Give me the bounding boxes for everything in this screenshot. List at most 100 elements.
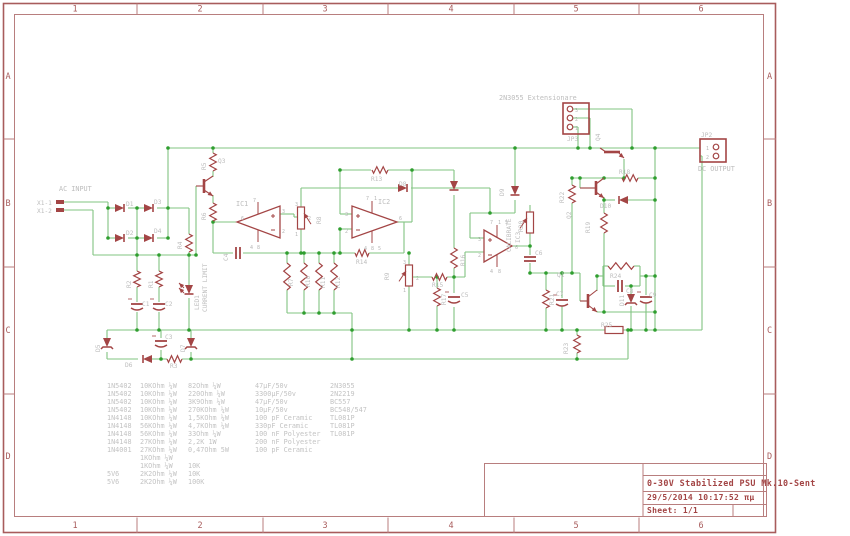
sym-R16 — [449, 247, 459, 269]
sym-C1 — [128, 298, 144, 311]
sym-R12 — [329, 262, 339, 291]
title-block: 0-30V Stabilized PSU Mk.10-Sent 29/5/201… — [484, 463, 816, 517]
sym-C4 — [235, 247, 241, 259]
arrowhead — [618, 153, 624, 158]
label-c4: C4 — [223, 253, 230, 261]
parts-list-cell: 270KOhm ¼W — [188, 406, 230, 414]
junction-dot — [452, 275, 456, 279]
label-r11: R11 — [320, 277, 327, 288]
diode-triangle — [115, 204, 124, 212]
label-x1-2: X1-2 — [37, 208, 52, 215]
junction-dot — [576, 146, 580, 150]
label-r18: R18 — [619, 169, 630, 176]
pin-number: 3 — [282, 209, 285, 215]
pin-number: 1 — [374, 196, 377, 202]
junction-dot — [302, 311, 306, 315]
label-r16: R16 — [460, 255, 467, 266]
parts-list-cell: 10KOhm ¼W — [140, 382, 178, 390]
pin-number: 6 — [399, 216, 402, 222]
resistor — [599, 212, 609, 234]
frame-column-label: 3 — [322, 521, 327, 531]
junction-dot — [338, 168, 342, 172]
resistor — [299, 262, 309, 291]
junction-dot — [513, 146, 517, 150]
parts-list-cell: 10K — [188, 462, 201, 470]
label-r2: R2 — [126, 280, 133, 288]
label-d1: D1 — [126, 201, 134, 208]
parts-list-cell: 4,7KOhm ¼W — [188, 422, 230, 430]
title-block-date: 29/5/2014 10:17:52 πμ — [647, 493, 754, 502]
junction-dot — [410, 168, 414, 172]
diode-triangle — [187, 338, 195, 347]
junction-dot — [166, 146, 170, 150]
parts-list-cell: 10KOhm ¼W — [140, 390, 178, 398]
sym-R11 — [314, 262, 324, 291]
pin-number: 3 — [478, 237, 481, 243]
junction-dot — [338, 227, 342, 231]
junction-dot — [629, 284, 633, 288]
sym-R22 — [567, 184, 577, 204]
pin-number: 6 — [241, 216, 244, 222]
junction-dot — [350, 328, 354, 332]
sym-R3 — [166, 354, 183, 364]
title-block-title: 0-30V Stabilized PSU Mk.10-Sent — [647, 478, 816, 488]
potentiometer — [296, 206, 306, 230]
header-pin — [566, 123, 574, 131]
label-c3: C3 — [165, 334, 173, 341]
junction-dot — [135, 253, 139, 257]
parts-list-cell: 100K — [188, 478, 205, 486]
cap-plate-curved — [639, 300, 653, 304]
label-jp3: JP3 — [567, 136, 578, 143]
junction-dot — [106, 206, 110, 210]
parts-list-cell: 10KOhm ¼W — [140, 398, 178, 406]
pin-number: 4 — [250, 245, 253, 251]
sym-D4 — [144, 234, 154, 242]
sym-X1-2 — [56, 208, 64, 212]
parts-list-cell: 1N5402 — [107, 406, 132, 414]
label-r8: R8 — [316, 216, 323, 224]
title-block-outline — [484, 463, 767, 517]
junction-dot — [302, 251, 306, 255]
label-r21: R21 — [549, 294, 556, 305]
resistor — [354, 248, 370, 258]
parts-list-cell: BC557 — [330, 398, 350, 406]
pin-number: 2 — [575, 117, 578, 123]
diode-triangle — [398, 184, 407, 192]
resistor — [184, 233, 194, 253]
label-dc-output: DC OUTPUT — [698, 165, 735, 173]
resistor — [449, 247, 459, 269]
junction-dot — [299, 251, 303, 255]
resistor — [567, 184, 577, 204]
junction-dot — [644, 328, 648, 332]
junction-dot — [350, 357, 354, 361]
label-d10: D10 — [600, 203, 611, 210]
diode-triangle — [144, 204, 153, 212]
resistor-box — [604, 325, 624, 335]
junction-dot — [626, 328, 630, 332]
junction-dot — [630, 146, 634, 150]
parts-list-cell: 1KOhm ¼W — [140, 454, 174, 462]
parts-list-cell: TL081P — [330, 414, 355, 422]
label-d8: D8 — [399, 181, 407, 188]
diode-triangle — [450, 181, 458, 190]
label-r3: R3 — [170, 363, 178, 370]
potentiometer — [525, 211, 535, 234]
pin-number: 4 — [490, 269, 493, 275]
junction-dot — [166, 206, 170, 210]
label-d2: D2 — [126, 230, 134, 237]
resistor — [541, 289, 551, 309]
pin-number: 1 — [575, 126, 578, 132]
sym-D6 — [142, 355, 152, 363]
label-r24: R24 — [610, 273, 621, 280]
title-block-grid — [484, 463, 767, 517]
header-outline — [562, 102, 590, 135]
junction-dot — [435, 328, 439, 332]
label-r1: R1 — [148, 280, 155, 288]
cap-plate-curved — [152, 307, 166, 311]
junction-dot — [189, 357, 193, 361]
label-ic1: IC1 — [236, 200, 248, 208]
collector-lead — [203, 175, 214, 183]
label-r9: R9 — [384, 272, 391, 280]
